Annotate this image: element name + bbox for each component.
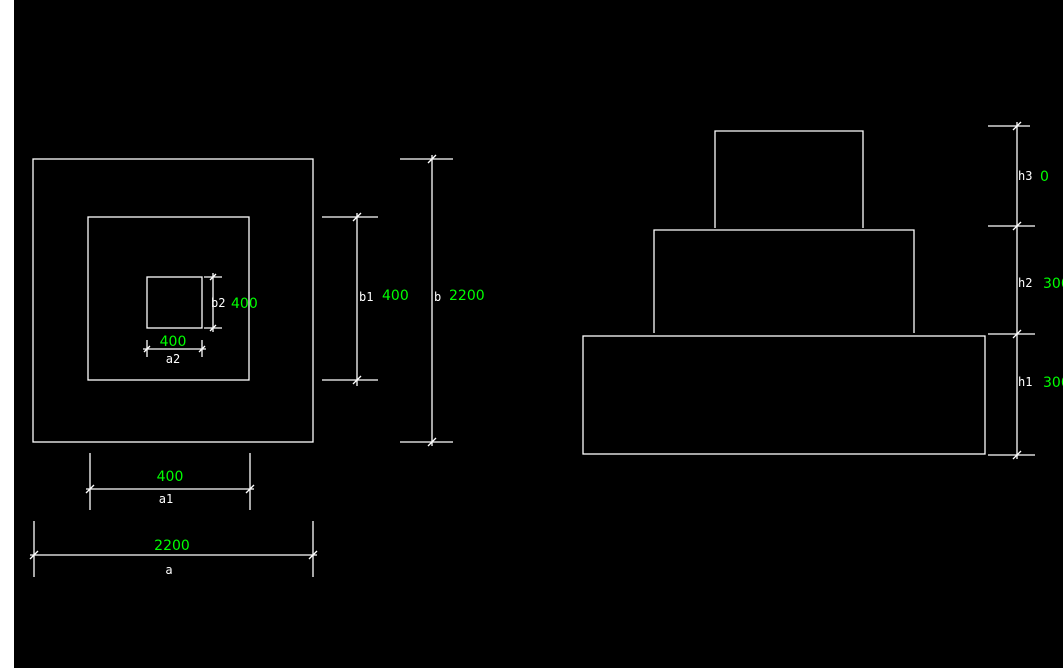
dimension-chain-heights xyxy=(988,121,1035,460)
dimension-b-value: 2200 xyxy=(449,288,485,304)
dimension-a1-label: a1 xyxy=(159,492,173,506)
plan-view: 400 a2 b2 400 b1 400 xyxy=(29,154,485,577)
dimension-a-label: a xyxy=(165,563,172,577)
dimension-a2: 400 a2 xyxy=(143,334,206,366)
dimension-b2: b2 400 xyxy=(204,273,258,332)
dimension-b-label: b xyxy=(434,290,441,304)
dimension-h3-value: 0 xyxy=(1040,169,1049,185)
footing-drawing: 400 a2 b2 400 b1 400 xyxy=(29,121,1063,577)
column-outline xyxy=(146,276,203,329)
dimension-b2-label: b2 xyxy=(211,296,225,310)
dimension-a-value: 2200 xyxy=(154,538,190,554)
dimension-a2-label: a2 xyxy=(166,352,180,366)
dimension-h2-label: h2 xyxy=(1018,276,1032,290)
dimension-b2-value: 400 xyxy=(231,296,258,312)
dimension-h2-value: 300 xyxy=(1043,276,1063,292)
dimension-b1-value: 400 xyxy=(382,288,409,304)
dimension-a: 2200 a xyxy=(29,521,318,577)
middle-step-outline xyxy=(87,216,250,381)
middle-step-elevation xyxy=(653,229,915,333)
dimension-h1-value: 300 xyxy=(1043,375,1063,391)
dimension-a1: 400 a1 xyxy=(85,453,255,510)
dimension-a2-value: 400 xyxy=(160,334,187,350)
drawing-canvas: 400 a2 b2 400 b1 400 xyxy=(14,0,1063,668)
top-step-outline xyxy=(714,130,864,228)
dimension-b: b 2200 xyxy=(400,154,485,447)
outer-footing-outline xyxy=(32,158,314,443)
dimension-b1: b1 400 xyxy=(322,212,409,386)
dimension-b1-label: b1 xyxy=(359,290,373,304)
base-step-elevation xyxy=(582,335,986,455)
dimension-h3-label: h3 xyxy=(1018,169,1032,183)
dimension-a1-value: 400 xyxy=(157,469,184,485)
dimension-h1-label: h1 xyxy=(1018,375,1032,389)
elevation-view: h3 0 h2 300 h1 300 xyxy=(582,121,1063,460)
